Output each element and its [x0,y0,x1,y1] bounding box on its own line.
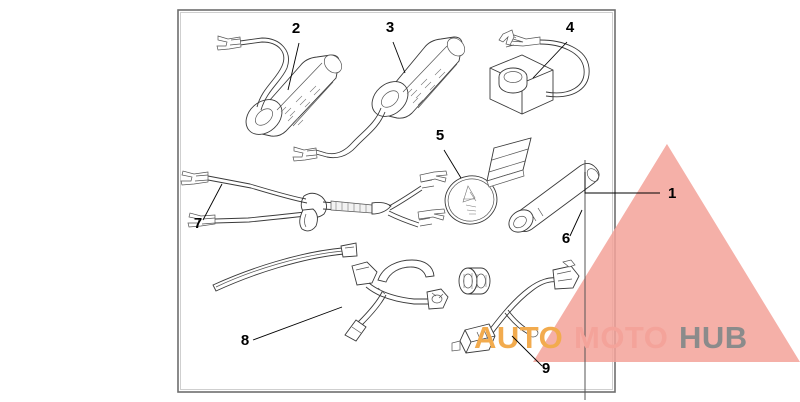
callout-5[interactable]: 5 [436,127,462,179]
watermark-triangle-logo [533,144,800,362]
callout-5-label: 5 [436,127,444,144]
callout-2-label: 2 [292,20,300,37]
callout-4[interactable]: 4 [532,19,575,79]
callout-1-leader [584,172,660,194]
part-adhesive-strip-sheet [486,137,532,188]
wordmark-moto: MOTO [574,320,668,355]
callout-7-leader [202,183,223,221]
callout-8-label: 8 [241,332,249,349]
callout-9[interactable]: 9 [511,335,550,377]
callout-1-label: 1 [668,185,676,202]
part-rubber-grommet-pair [458,267,491,295]
callout-6-leader [569,209,583,237]
callout-9-leader [511,335,543,367]
callout-3-leader [392,41,406,74]
callout-6-label: 6 [562,230,570,247]
callout-7-label: 7 [194,215,202,232]
part-round-emblem-badge [444,175,498,225]
part-right-heated-grip [292,36,466,162]
bullet-terminals [498,29,541,48]
callout-2[interactable]: 2 [287,20,300,91]
callout-3[interactable]: 3 [386,19,406,74]
part-curved-clip-bracket [377,259,435,283]
part-connector-lead-wire [451,259,580,354]
callout-7[interactable]: 7 [194,183,223,232]
part-grip-tube-sleeve [508,163,600,233]
part-left-heated-grip [216,35,343,137]
callout-4-leader [532,41,568,79]
part-sub-wire-harness [344,261,449,342]
part-heat-control-switch [489,29,590,115]
callout-8-leader [252,306,343,341]
part-main-wiring-harness [180,170,448,232]
callout-4-label: 4 [566,19,575,36]
callout-2-leader [287,42,300,91]
callout-8[interactable]: 8 [241,306,343,349]
wordmark-auto: AUTO [474,320,563,355]
callout-1[interactable]: 1 [584,172,676,202]
callout-5-leader [443,149,462,179]
callout-3-label: 3 [386,19,394,36]
callout-6[interactable]: 6 [562,209,583,247]
callout-9-label: 9 [542,360,550,377]
watermark-wordmark: AUTO MOTO HUB [474,320,748,355]
part-long-cable-tie [212,242,358,292]
wordmark-hub: HUB [679,320,748,355]
